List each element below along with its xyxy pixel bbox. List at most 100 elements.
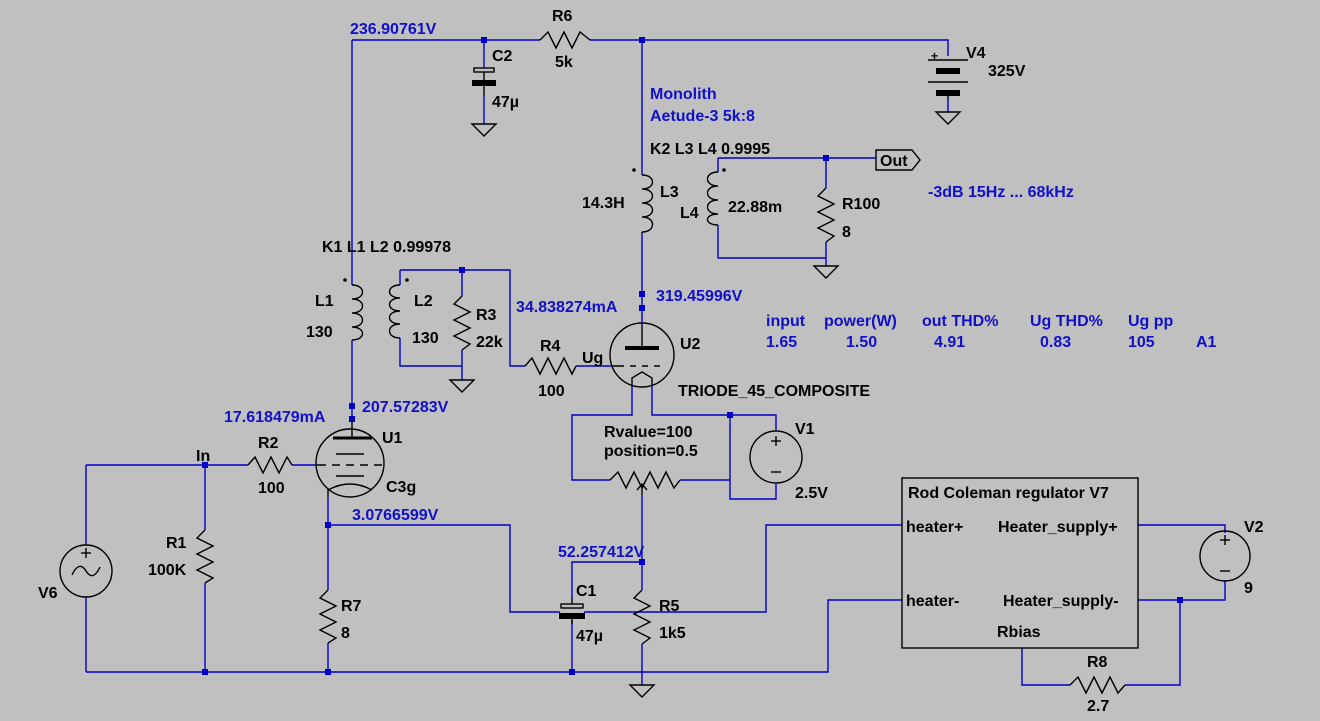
value-r4: 100	[538, 383, 565, 400]
ground-symbol	[470, 123, 498, 137]
label-c1: C1	[576, 583, 597, 600]
regulator-title: Rod Coleman regulator V7	[908, 485, 1109, 502]
resistor-r2[interactable]	[247, 455, 293, 475]
value-v4: 325V	[988, 63, 1026, 80]
ground-symbol	[448, 379, 476, 393]
resistor-r1[interactable]	[195, 529, 215, 584]
regulator-block[interactable]	[901, 477, 1139, 649]
label-r8: R8	[1087, 654, 1108, 671]
pin-heater-pos: heater+	[906, 519, 963, 536]
label-v4: V4	[966, 45, 986, 62]
results-value-ug-pp: 105	[1128, 334, 1155, 351]
node-voltage-u2-anode: 319.45996V	[656, 288, 743, 305]
results-header-power: power(W)	[824, 313, 897, 330]
value-l3: 14.3H	[582, 195, 625, 212]
resistor-r4[interactable]	[524, 356, 577, 376]
results-header-ug-thd: Ug THD%	[1030, 313, 1103, 330]
resistor-r3[interactable]	[452, 295, 472, 351]
node-voltage-c1: 52.257412V	[558, 544, 645, 561]
label-r4: R4	[540, 338, 561, 355]
triode-u2[interactable]	[609, 322, 675, 388]
coupling-k1: K1 L1 L2 0.99978	[322, 239, 451, 256]
inductor-l4[interactable]	[706, 168, 726, 226]
value-l4: 22.88m	[728, 199, 782, 216]
value-r6: 5k	[555, 54, 573, 71]
value-r3: 22k	[476, 334, 503, 351]
label-r1: R1	[166, 535, 187, 552]
node-voltage-u1-cathode: 3.0766599V	[352, 507, 439, 524]
value-v1: 2.5V	[795, 485, 828, 502]
inductor-l3[interactable]	[632, 168, 654, 233]
node-voltage-u1-anode: 207.57283V	[362, 399, 449, 416]
label-r3: R3	[476, 307, 497, 324]
ac-source-v6[interactable]	[59, 544, 113, 598]
ground-symbol	[812, 265, 840, 279]
transformer-model: Aetude-3 5k:8	[650, 108, 755, 125]
voltage-source-v4[interactable]: +	[928, 49, 968, 100]
potentiometer[interactable]	[609, 470, 681, 495]
label-c2: C2	[492, 48, 513, 65]
voltage-source-v2[interactable]	[1199, 530, 1251, 582]
model-u1: C3g	[386, 479, 416, 496]
results-header-input: input	[766, 313, 806, 330]
pentode-u1[interactable]	[315, 420, 385, 498]
label-u2: U2	[680, 336, 701, 353]
junctions	[202, 37, 1183, 675]
value-r1: 100K	[148, 562, 187, 579]
value-r5: 1k5	[659, 625, 686, 642]
inductor-l2[interactable]	[388, 278, 409, 339]
node-voltage-top: 236.90761V	[350, 21, 437, 38]
value-c2: 47µ	[492, 94, 519, 111]
value-l1: 130	[306, 324, 333, 341]
resistor-r100[interactable]	[816, 187, 836, 243]
ground-symbol	[628, 684, 656, 698]
results-value-input: 1.65	[766, 334, 797, 351]
net-ug-text: Ug	[582, 350, 603, 367]
label-u1: U1	[382, 430, 403, 447]
label-r5: R5	[659, 598, 680, 615]
bandwidth-note: -3dB 15Hz ... 68kHz	[928, 184, 1074, 201]
net-label-out[interactable]	[875, 149, 921, 171]
net-out-text: Out	[880, 153, 908, 170]
label-r7: R7	[341, 598, 362, 615]
pin-supply-pos: Heater_supply+	[998, 519, 1118, 536]
wires	[85, 39, 1226, 686]
resistor-r8[interactable]	[1069, 675, 1126, 695]
value-r8: 2.7	[1087, 698, 1109, 715]
label-l4: L4	[680, 205, 699, 222]
net-in-text: In	[196, 448, 210, 465]
value-l2: 130	[412, 330, 439, 347]
capacitor-c2[interactable]	[472, 67, 496, 96]
results-tag: A1	[1196, 334, 1217, 351]
svg-text:+: +	[931, 49, 938, 63]
resistor-r6[interactable]	[539, 30, 591, 50]
label-r100: R100	[842, 196, 880, 213]
results-value-out-thd: 4.91	[934, 334, 965, 351]
value-r7: 8	[341, 625, 350, 642]
label-v2: V2	[1244, 519, 1264, 536]
label-v1: V1	[795, 421, 815, 438]
label-v6: V6	[38, 585, 58, 602]
value-v2: 9	[1244, 580, 1253, 597]
current-u1: 17.618479mA	[224, 409, 326, 426]
coupling-k2: K2 L3 L4 0.9995	[650, 141, 770, 158]
inductor-l1[interactable]	[343, 278, 364, 341]
voltage-source-v1[interactable]	[749, 430, 803, 484]
pot-rvalue: Rvalue=100	[604, 424, 693, 441]
results-header-ug-pp: Ug pp	[1128, 313, 1174, 330]
current-u2: 34.838274mA	[516, 299, 618, 316]
transformer-name: Monolith	[650, 86, 717, 103]
results-header-out-thd: out THD%	[922, 313, 998, 330]
results-value-power: 1.50	[846, 334, 877, 351]
value-r100: 8	[842, 224, 851, 241]
model-u2: TRIODE_45_COMPOSITE	[678, 383, 870, 400]
capacitor-c1[interactable]	[559, 597, 585, 624]
resistor-r7[interactable]	[318, 589, 338, 644]
label-r6: R6	[552, 8, 573, 25]
resistor-r5[interactable]	[632, 589, 652, 645]
value-c1: 47µ	[576, 628, 603, 645]
label-l1: L1	[315, 293, 334, 310]
results-table: input power(W) out THD% Ug THD% Ug pp 1.…	[766, 313, 1217, 351]
ground-symbol	[934, 111, 962, 125]
